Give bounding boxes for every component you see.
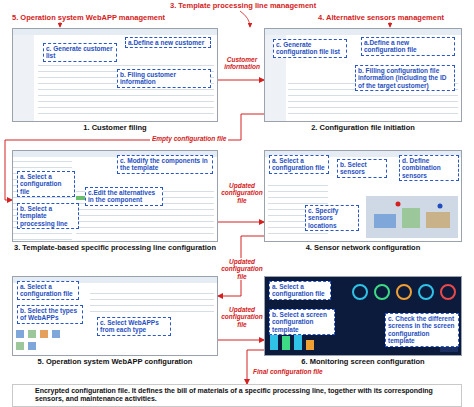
callout-text: a. Select a configuration file bbox=[20, 283, 76, 298]
callout-box: c. Modify the components in the template bbox=[117, 155, 213, 174]
screen-1 bbox=[12, 28, 218, 122]
callout-text: a. Select a configuration file bbox=[272, 157, 326, 172]
panel-caption: 1. Customer filing bbox=[13, 124, 217, 133]
callout-text: b. Filling configuration file informatio… bbox=[358, 67, 452, 89]
callout-text: c.Edit the alternatives in the component bbox=[88, 189, 160, 204]
screen-4 bbox=[264, 150, 462, 242]
output-file-box: Encrypted configuration file. It defines… bbox=[12, 384, 462, 407]
callout-box: d. Define combination sensors bbox=[399, 155, 459, 181]
callout-box: a. Select a configuration file bbox=[17, 171, 75, 197]
screenshot-panel: 5. Operation system WebAPP configuration… bbox=[12, 276, 218, 356]
callout-text: a.Define a new configuration file bbox=[364, 39, 452, 54]
output-text: Encrypted configuration file. It defines… bbox=[35, 387, 457, 404]
callout-box: c. Check the different screens in the sc… bbox=[385, 313, 459, 347]
callout-text: c. Generate configuration file list bbox=[276, 41, 344, 56]
flow-arrow bbox=[218, 222, 264, 223]
callout-box: b. Select sensors bbox=[337, 159, 387, 178]
header-label: 4. Alternative sensors management bbox=[318, 13, 444, 22]
flow-arrow bbox=[218, 80, 264, 81]
callout-box: b. Filling configuration file informatio… bbox=[355, 65, 455, 91]
callout-box: c.Edit the alternatives in the component bbox=[85, 187, 163, 206]
screen-5 bbox=[12, 276, 218, 356]
panel-caption: 6. Monitoring screen configuration bbox=[265, 358, 461, 367]
callout-text: b. Select sensors bbox=[340, 161, 384, 176]
callout-box: c. Specify sensors locations bbox=[305, 205, 359, 231]
edge-label: Updated configuration file bbox=[220, 258, 264, 280]
panel-caption: 2. Configuration file initiation bbox=[265, 124, 461, 133]
callout-text: c. Select WebAPPs from each type bbox=[100, 319, 168, 334]
callout-box: a.Define a new customer bbox=[125, 37, 211, 48]
callout-text: b. Select a screen configuration templat… bbox=[272, 311, 332, 333]
callout-box: c. Generate customer list bbox=[43, 43, 117, 62]
callout-box: a. Select a configuration file bbox=[269, 155, 329, 174]
edge-label: Updated configuration file bbox=[221, 306, 263, 328]
callout-box: b. Filing customer information bbox=[117, 69, 211, 88]
screenshot-panel: 2. Configuration file initiationc. Gener… bbox=[264, 28, 462, 122]
callout-text: b. Select the types of WebAPPs bbox=[20, 307, 80, 322]
edge-label: Customer information bbox=[221, 56, 263, 71]
screenshot-panel: 3. Template-based specific processing li… bbox=[12, 150, 218, 242]
callout-box: c. Generate configuration file list bbox=[273, 39, 347, 58]
header-label: 3. Template processing line management bbox=[170, 1, 316, 10]
callout-text: b. Select a template processing line bbox=[20, 205, 76, 227]
flow-arrow bbox=[218, 340, 264, 341]
callout-box: b. Select a template processing line bbox=[17, 203, 79, 229]
panel-caption: 5. Operation system WebAPP configuration bbox=[13, 358, 217, 367]
panel-caption: 4. Sensor network configuration bbox=[265, 244, 461, 253]
screen-6-dashboard bbox=[264, 276, 462, 356]
callout-text: d. Define combination sensors bbox=[402, 157, 456, 179]
edge-label: Empty configuration file bbox=[150, 135, 228, 142]
callout-text: a. Select a configuration file bbox=[20, 173, 72, 195]
callout-text: a.Define a new customer bbox=[128, 39, 208, 46]
callout-box: a. Select a configuration file bbox=[269, 281, 331, 300]
screenshot-panel: 4. Sensor network configurationa. Select… bbox=[264, 150, 462, 242]
callout-box: b. Select the types of WebAPPs bbox=[17, 305, 83, 324]
edge-label: Updated configuration file bbox=[221, 182, 263, 204]
callout-box: c. Select WebAPPs from each type bbox=[97, 317, 171, 336]
callout-box: b. Select a screen configuration templat… bbox=[269, 309, 335, 335]
flow-arrow bbox=[247, 350, 264, 384]
screenshot-panel: 6. Monitoring screen configurationa. Sel… bbox=[264, 276, 462, 356]
panel-caption: 3. Template-based specific processing li… bbox=[13, 244, 217, 253]
callout-text: c. Generate customer list bbox=[46, 45, 114, 60]
header-label: 5. Operation system WebAPP management bbox=[12, 13, 165, 22]
flow-arrow bbox=[218, 236, 264, 296]
callout-text: c. Modify the components in the template bbox=[120, 157, 210, 172]
callout-text: c. Check the different screens in the sc… bbox=[388, 315, 456, 345]
screen-3 bbox=[12, 150, 218, 242]
callout-box: a.Define a new configuration file bbox=[361, 37, 455, 56]
callout-box: a. Select a configuration file bbox=[17, 281, 79, 300]
screen-2 bbox=[264, 28, 462, 122]
callout-text: a. Select a configuration file bbox=[272, 283, 328, 298]
screenshot-panel: 1. Customer filingc. Generate customer l… bbox=[12, 28, 218, 122]
callout-text: b. Filing customer information bbox=[120, 71, 208, 86]
edge-label: Final configuration file bbox=[251, 368, 325, 375]
callout-text: c. Specify sensors locations bbox=[308, 207, 356, 229]
